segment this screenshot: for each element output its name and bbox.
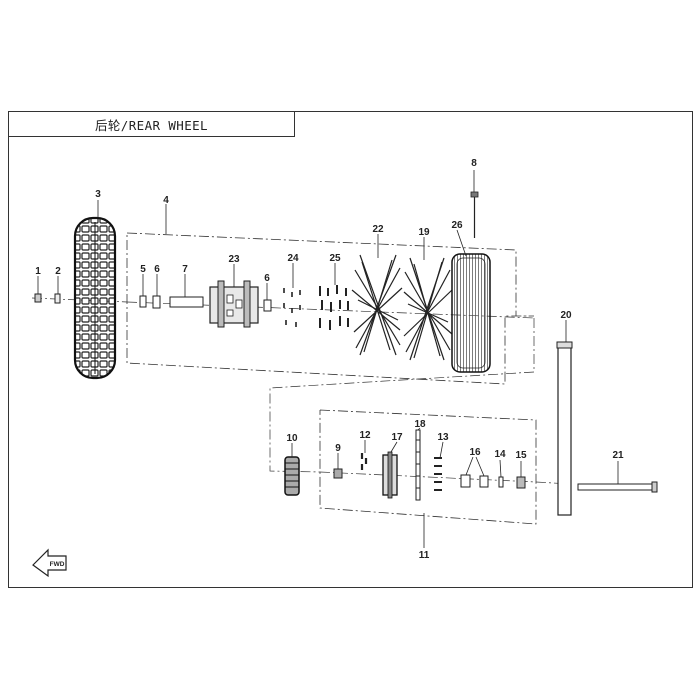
fwd-label: FWD xyxy=(50,561,65,568)
callout-24: 24 xyxy=(287,253,299,264)
callout-6-right: 6 xyxy=(264,273,270,284)
callout-22: 22 xyxy=(372,224,384,235)
callout-12: 12 xyxy=(359,430,371,441)
washer-part xyxy=(54,293,61,304)
sprocket-hub-part-17 xyxy=(382,451,398,499)
callout-4: 4 xyxy=(163,195,169,206)
hub-part-23 xyxy=(209,280,259,328)
callout-10: 10 xyxy=(286,433,298,444)
diagram-title: 后轮/REAR WHEEL xyxy=(95,117,208,133)
callout-16: 16 xyxy=(469,447,481,458)
plate-part-18 xyxy=(415,429,421,501)
sprocket-part-10 xyxy=(284,456,300,496)
spokes-part-22 xyxy=(351,254,403,356)
callout-25: 25 xyxy=(329,253,341,264)
callout-2: 2 xyxy=(55,266,61,277)
callout-20: 20 xyxy=(560,310,572,321)
leader-lines xyxy=(37,170,619,548)
shaft-part-20 xyxy=(556,341,573,516)
callout-23: 23 xyxy=(228,254,240,265)
diagram-frame xyxy=(8,111,693,588)
callout-14: 14 xyxy=(494,449,506,460)
fwd-arrow: FWD xyxy=(32,548,67,578)
callout-18: 18 xyxy=(414,419,426,430)
callout-15: 15 xyxy=(515,450,527,461)
callout-8: 8 xyxy=(471,158,477,169)
axle-part-21 xyxy=(577,481,658,493)
tire-part xyxy=(73,216,117,380)
callout-6-left: 6 xyxy=(154,264,160,275)
axle-nut-part xyxy=(34,293,42,303)
callout-11: 11 xyxy=(419,550,430,561)
callout-13: 13 xyxy=(437,432,449,443)
spacer-part-6-right xyxy=(263,299,272,312)
callout-7: 7 xyxy=(182,264,188,275)
bearings-part-16 xyxy=(460,474,489,488)
seal-part-15 xyxy=(516,476,526,489)
callout-5: 5 xyxy=(140,264,146,275)
bolts-part-12 xyxy=(360,453,368,470)
callout-1: 1 xyxy=(35,266,41,277)
bolts-part-24 xyxy=(283,288,301,327)
callout-17: 17 xyxy=(391,432,403,443)
spacer-part-14 xyxy=(498,476,504,488)
spacer-part-6-left xyxy=(152,295,161,309)
callout-3: 3 xyxy=(95,189,101,200)
callout-21: 21 xyxy=(612,450,624,461)
callout-26: 26 xyxy=(451,220,463,231)
callout-19: 19 xyxy=(418,227,430,238)
assembly-group-11-outline xyxy=(319,409,537,525)
sleeve-part-7 xyxy=(169,296,204,308)
nipples-part-25 xyxy=(319,285,349,330)
spacer-part-5 xyxy=(139,295,147,308)
rim-part-26 xyxy=(451,253,491,373)
spokes-part-19 xyxy=(403,257,453,361)
title-box: 后轮/REAR WHEEL xyxy=(8,111,295,137)
callout-numbers: 1 2 3 4 5 6 7 23 6 24 25 22 19 26 8 20 1… xyxy=(35,158,624,561)
valve-part-8 xyxy=(470,191,479,238)
assembly-group-4-outline xyxy=(126,232,534,385)
callout-9: 9 xyxy=(335,443,341,454)
studs-part-13 xyxy=(434,457,442,491)
nut-part-9 xyxy=(333,468,343,479)
